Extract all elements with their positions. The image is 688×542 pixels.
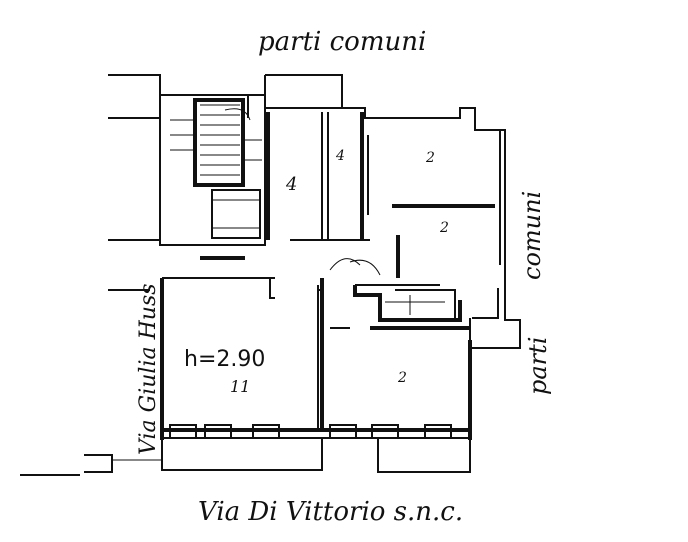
top-communal-strip [160,74,343,118]
label-parti-right: parti [524,337,552,395]
room-mark-1: 4 [285,174,297,195]
stairwell [159,94,266,260]
label-via-di-vittorio: Via Di Vittorio s.n.c. [198,497,463,527]
label-comuni-right: comuni [518,191,546,280]
room-mark-5: 2 [397,370,407,386]
label-ceiling-height: h=2.90 [184,347,265,372]
room-mark-living: 11 [230,377,250,396]
front-facade [112,424,471,473]
room-mark-2: 4 [335,148,345,164]
upper-rooms: 4 4 2 2 [265,107,501,278]
room-mark-3: 2 [425,150,435,166]
room-mark-4: 2 [439,220,449,236]
label-via-giulia-huss: Via Giulia Huss [136,283,161,455]
label-parti-comuni-top: parti comuni [258,27,426,57]
living-room: 11 [160,277,324,440]
lower-right-room: 2 [397,340,472,440]
service-area [317,258,470,330]
right-communal-walls [469,129,521,349]
